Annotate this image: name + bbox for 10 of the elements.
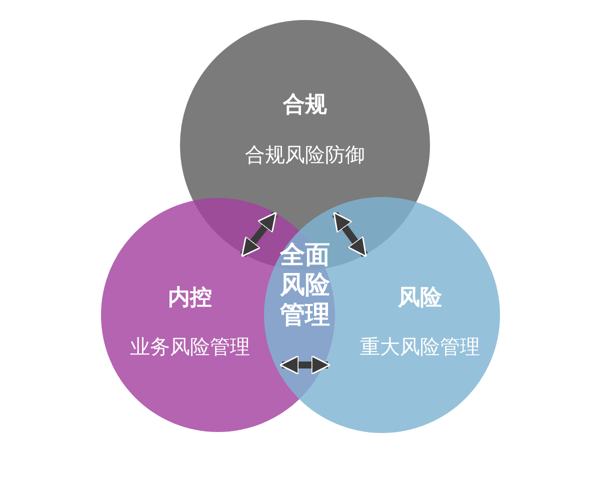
double-arrow (240, 212, 278, 258)
double-arrow (332, 212, 368, 258)
circle-heading: 内控 (168, 285, 212, 311)
circle-heading: 合规 (283, 92, 327, 118)
circle-text: 合规风险防御 (245, 144, 365, 166)
double-arrow (279, 355, 331, 375)
circle-text: 业务风险管理 (130, 336, 250, 358)
circle-text: 重大风险管理 (360, 336, 480, 358)
center-text: 全面风险管理 (278, 240, 331, 330)
circle-heading: 风险 (398, 285, 442, 311)
